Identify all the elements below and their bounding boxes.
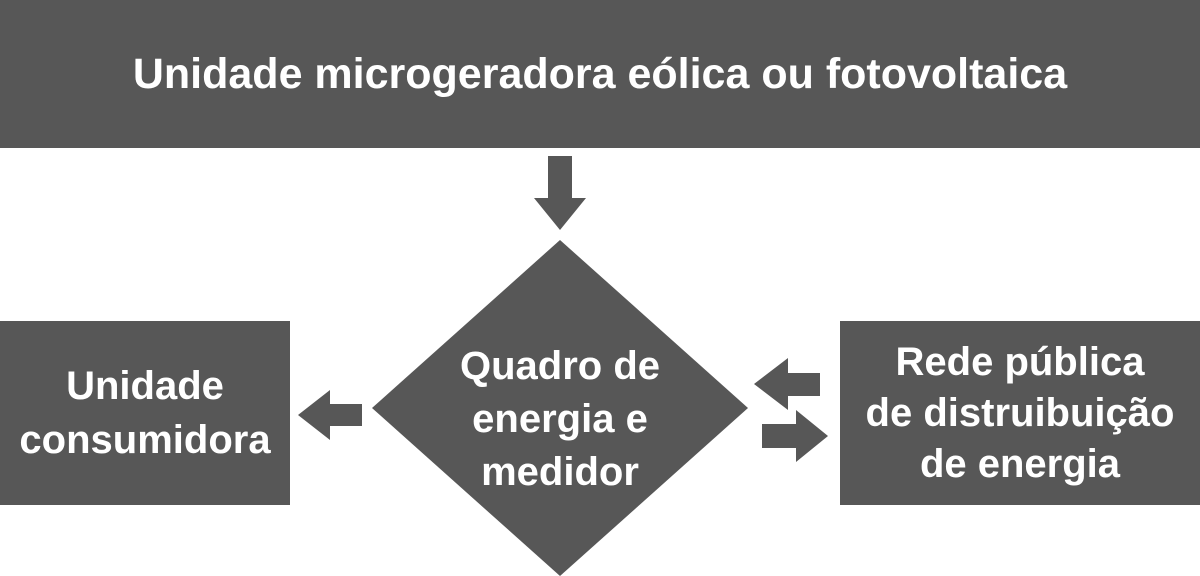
grid-node: Rede pública de distruibuição de energia	[840, 321, 1200, 505]
panel-diamond	[372, 240, 748, 576]
grid-label: Rede pública de distruibuição de energia	[866, 337, 1175, 490]
panel-label-line-2: energia e	[472, 397, 648, 441]
panel-label-line-1: Quadro de	[459, 344, 661, 388]
grid-label-line-1: Rede pública	[895, 339, 1145, 384]
arrow-down-generator-to-panel	[534, 156, 586, 230]
consumer-label-line-2: consumidora	[19, 418, 271, 462]
grid-label-line-2: de distruibuição	[865, 390, 1175, 435]
arrow-right-panel-to-grid	[762, 410, 828, 462]
consumer-node: Unidade consumidora	[0, 321, 290, 505]
grid-label-line-3: de energia	[919, 441, 1121, 486]
consumer-label: Unidade consumidora	[19, 359, 270, 467]
panel-label-line-3: medidor	[481, 450, 639, 494]
consumer-label-line-1: Unidade	[66, 364, 224, 408]
generator-label: Unidade microgeradora eólica ou fotovolt…	[132, 49, 1068, 98]
arrow-left-grid-to-panel	[754, 358, 820, 410]
generator-node: Unidade microgeradora eólica ou fotovolt…	[0, 0, 1200, 148]
arrow-left-panel-to-consumer	[298, 390, 362, 440]
panel-label: Quadro de energia e medidor	[410, 340, 710, 499]
